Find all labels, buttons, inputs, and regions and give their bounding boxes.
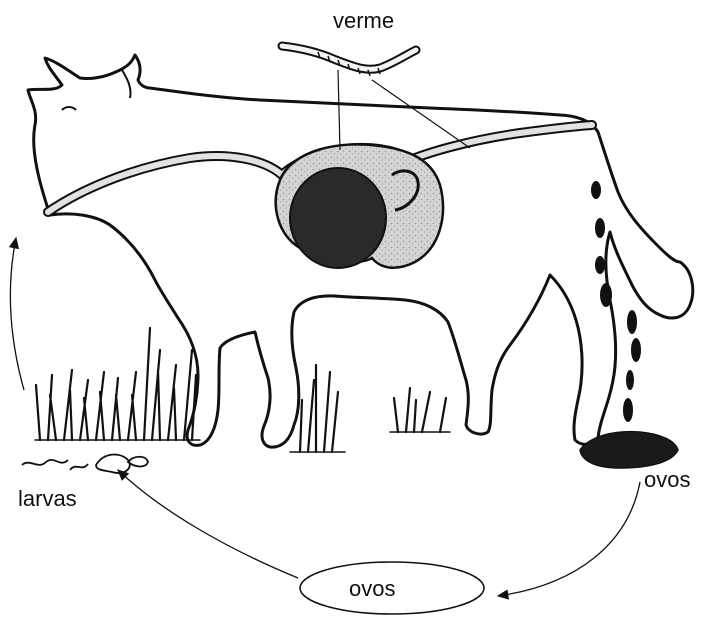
cycle-arrow-larvae-to-cow: [10, 238, 24, 390]
eggs-in-dung-label: ovos: [644, 467, 690, 493]
cycle-arrow-egg-stage-to-larvae: [118, 470, 298, 578]
larvae-label: larvas: [18, 486, 77, 512]
grass: [35, 328, 450, 452]
larvae: [22, 455, 148, 474]
worm-label: verme: [333, 8, 394, 34]
dung-pile: [580, 432, 678, 468]
cow-eye-detail: [62, 107, 76, 110]
cow-ear-detail: [122, 70, 131, 98]
cycle-arrow-eggs-to-egg-stage: [498, 482, 640, 596]
worm-pointer-line-2: [372, 80, 470, 148]
worm-pointer-line: [338, 70, 340, 150]
rumen: [290, 168, 386, 268]
eggs-cycle-label: ovos: [349, 576, 395, 602]
